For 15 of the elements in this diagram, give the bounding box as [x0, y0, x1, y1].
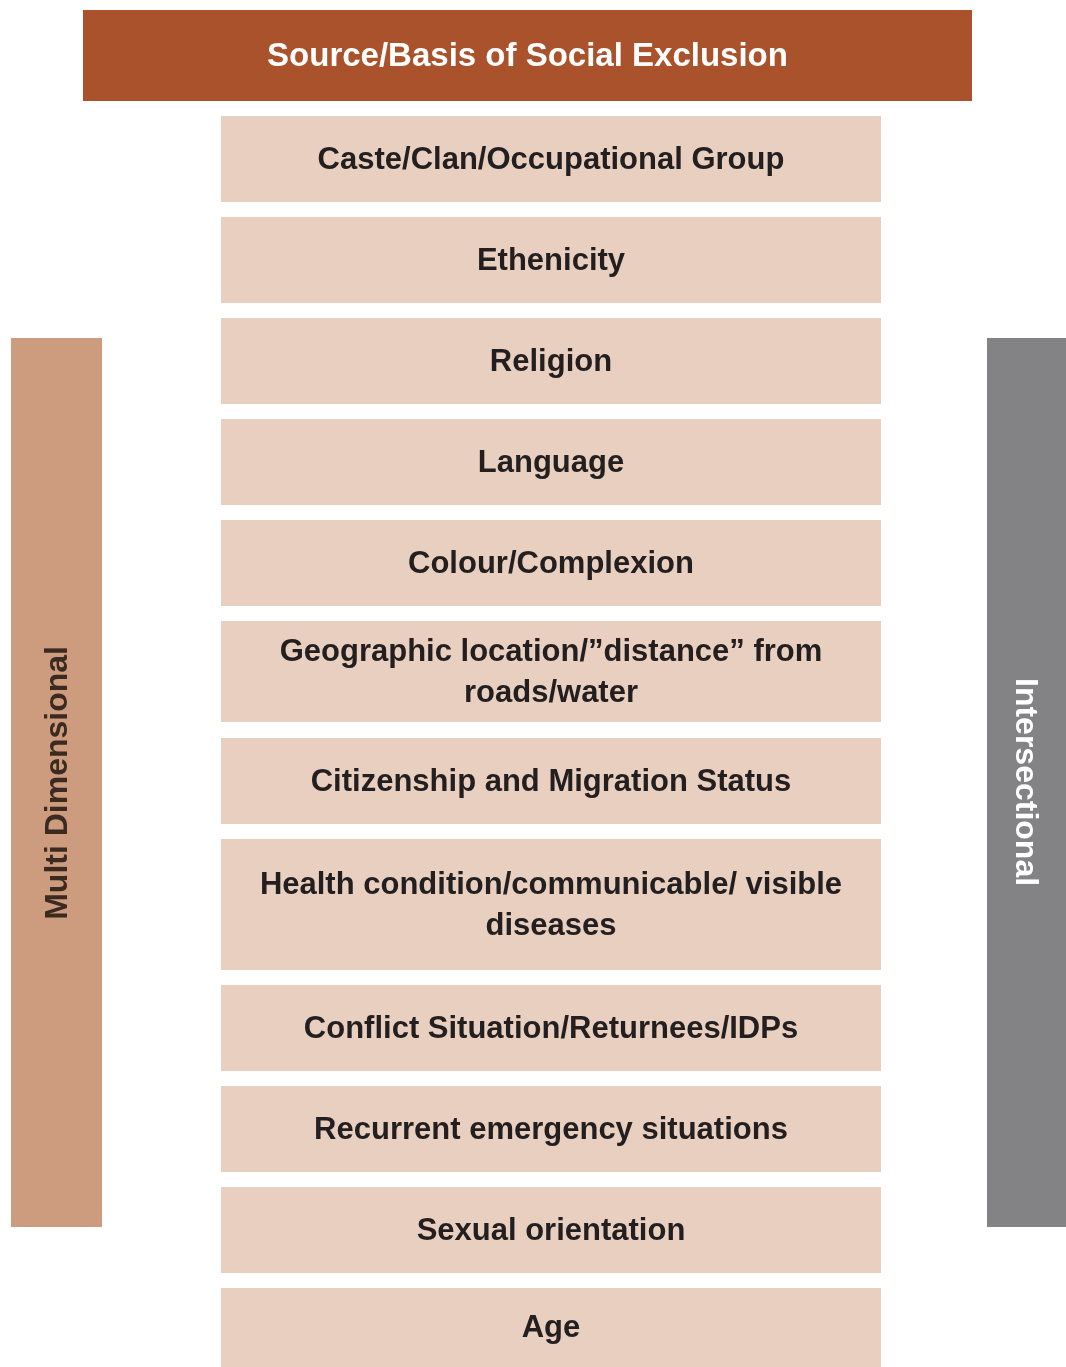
- header-banner: Source/Basis of Social Exclusion: [83, 10, 972, 101]
- category-box: Age: [221, 1288, 881, 1367]
- category-box: Colour/Complexion: [221, 520, 881, 606]
- category-box: Geographic location/”distance” from roads/water: [221, 621, 881, 722]
- category-box: Health condition/communicable/ visible diseases: [221, 839, 881, 970]
- category-box: Sexual orientation: [221, 1187, 881, 1273]
- category-box: Ethenicity: [221, 217, 881, 303]
- side-band: Multi Dimensional: [11, 338, 102, 1227]
- category-box: Citizenship and Migration Status: [221, 738, 881, 824]
- category-box: Conflict Situation/Returnees/IDPs: [221, 985, 881, 1071]
- category-box: Religion: [221, 318, 881, 404]
- side-band: Intersectional: [987, 338, 1066, 1227]
- category-box: Recurrent emergency situations: [221, 1086, 881, 1172]
- category-box: Language: [221, 419, 881, 505]
- category-box: Caste/Clan/Occupational Group: [221, 116, 881, 202]
